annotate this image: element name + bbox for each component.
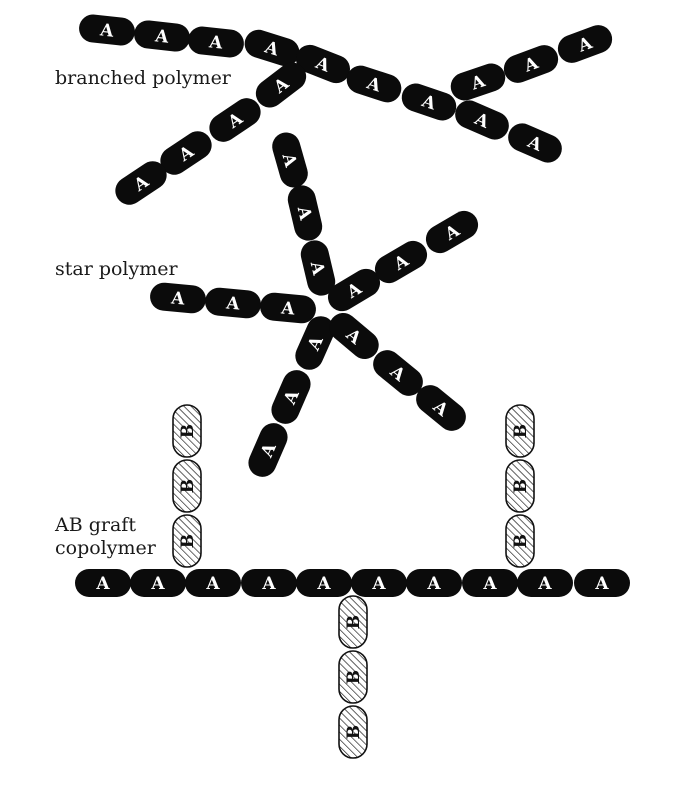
graft-b-bottom-unit-1: B [338,595,368,649]
branched-upper-arm-unit-1: A [450,63,506,101]
monomer-a-letter: A [98,20,115,42]
star-arm-left-unit-3: A [260,292,316,324]
branched-backbone-unit-1: A [79,14,135,46]
star-arm-upper-right-unit-2: A [374,240,428,284]
star-arm-lower-right-unit-1: A [329,312,379,360]
monomer-b-letter: B [511,479,531,493]
monomer-a-letter: A [205,574,220,594]
monomer-a-letter: A [207,32,224,53]
monomer-b-letter: B [344,615,364,629]
graft-b-left-unit-2: B [172,459,202,513]
graft-b-bottom-unit-2: B [338,650,368,704]
branched-lower-arm-unit-2: A [209,98,261,142]
graft-copolymer-label-line1: AB graft [54,514,136,536]
graft-copolymer-label-line2: copolymer [55,537,157,559]
monomer-a-letter: A [279,298,296,319]
branched-backbone-unit-3: A [188,26,244,58]
monomer-b-letter: B [344,725,364,739]
star-arm-upper-right-unit-1: A [327,268,381,312]
star-arm-up-unit-3: A [300,240,336,296]
star-arm-lower-right-unit-2: A [373,350,423,396]
monomer-b-letter: B [178,479,198,493]
branched-backbone-unit-2: A [134,20,190,52]
graft-b-right-unit-2: B [505,459,535,513]
graft-backbone-unit-7: A [406,569,462,597]
star-arm-lower-left-unit-3: A [248,423,288,477]
star-arm-up-unit-2: A [287,185,323,241]
star-arm-left-unit-1: A [150,282,206,314]
star-arm-upper-right-unit-3: A [425,210,479,254]
branched-backbone-unit-6: A [346,65,402,103]
branched-polymer-label: branched polymer [55,67,232,89]
graft-backbone-unit-1: A [75,569,131,597]
monomer-a-letter: A [316,574,331,594]
monomer-b-letter: B [511,534,531,548]
branched-lower-arm-unit-4: A [115,161,167,205]
monomer-a-letter: A [537,574,552,594]
graft-backbone-unit-3: A [185,569,241,597]
star-arm-lower-right-unit-3: A [416,385,466,431]
graft-b-left-unit-3: B [172,514,202,568]
monomer-a-letter: A [293,204,316,223]
branched-lower-arm-unit-3: A [160,131,212,175]
star-arm-up-unit-1: A [272,132,308,188]
monomer-a-letter: A [95,574,110,594]
graft-b-right-unit-3: B [505,514,535,568]
ab-graft-copolymer: A A A A A A A A A A B B B B B B B B B [75,404,630,759]
monomer-a-letter: A [153,26,170,48]
monomer-a-letter: A [306,259,329,278]
monomer-a-letter: A [371,574,386,594]
monomer-a-letter: A [594,574,609,594]
star-polymer-label: star polymer [55,258,179,280]
graft-backbone-unit-10: A [574,569,630,597]
monomer-a-letter: A [169,288,186,309]
monomer-a-letter: A [261,574,276,594]
monomer-a-letter: A [482,574,497,594]
monomer-a-letter: A [363,73,383,97]
monomer-b-letter: B [511,424,531,438]
branched-backbone-unit-4: A [244,29,300,67]
branched-backbone-unit-5: A [295,44,351,84]
monomer-a-letter: A [426,574,441,594]
graft-b-bottom-unit-3: B [338,705,368,759]
branched-backbone-unit-7: A [401,83,457,121]
monomer-a-letter: A [150,574,165,594]
branched-upper-arm-unit-3: A [557,25,613,63]
monomer-a-letter: A [261,37,281,61]
branched-backbone-unit-8: A [455,100,509,140]
graft-backbone-unit-4: A [241,569,297,597]
branched-upper-arm-unit-2: A [503,45,559,83]
graft-backbone-unit-9: A [517,569,573,597]
graft-backbone-unit-2: A [130,569,186,597]
graft-b-left-unit-1: B [172,404,202,458]
monomer-a-letter: A [277,150,300,170]
monomer-b-letter: B [344,670,364,684]
monomer-b-letter: B [178,534,198,548]
graft-b-right-unit-1: B [505,404,535,458]
monomer-b-letter: B [178,424,198,438]
monomer-a-letter: A [224,293,241,314]
graft-backbone-unit-8: A [462,569,518,597]
branched-backbone-unit-9: A [508,123,562,163]
graft-backbone-unit-5: A [296,569,352,597]
graft-backbone-unit-6: A [351,569,407,597]
star-arm-lower-left-unit-1: A [295,316,335,370]
star-arm-left-unit-2: A [205,287,261,319]
branched-lower-arm-unit-1: A [255,62,307,108]
star-arm-lower-left-unit-2: A [271,370,311,424]
